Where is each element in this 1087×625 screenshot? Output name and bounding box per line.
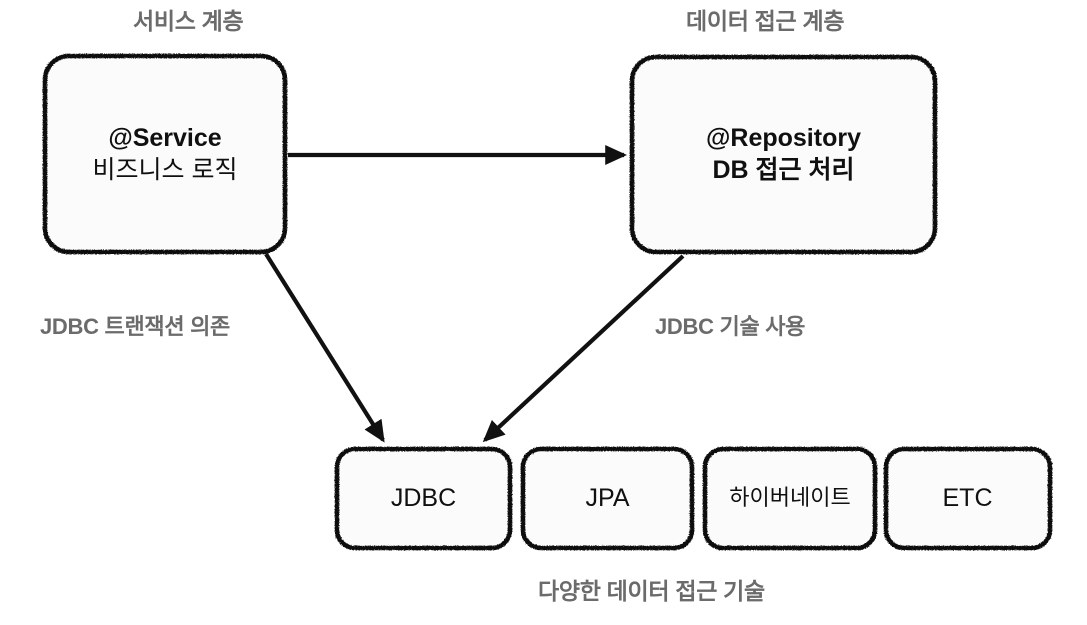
node-tech-etc[interactable] — [883, 446, 1053, 551]
arrow-service-to-jdbc — [264, 252, 385, 443]
node-tech-etc-shape — [883, 446, 1053, 551]
section-title-data-access-layer: 데이터 접근 계층 — [686, 8, 845, 34]
node-tech-hibernate[interactable] — [702, 446, 878, 551]
node-tech-jpa-shape — [520, 446, 695, 551]
node-tech-jpa[interactable] — [520, 446, 695, 551]
arrow-repository-to-jdbc — [482, 254, 685, 443]
node-service-shape — [42, 53, 288, 255]
node-tech-jdbc[interactable] — [334, 446, 513, 551]
node-tech-hibernate-shape — [702, 446, 878, 551]
edge-label-service-to-jdbc: JDBC 트랜잭션 의존 — [40, 314, 230, 339]
node-tech-jdbc-shape — [334, 446, 513, 551]
section-title-service-layer: 서비스 계층 — [133, 8, 244, 34]
node-repository-shape — [629, 54, 938, 255]
node-service[interactable] — [42, 53, 288, 255]
node-repository[interactable] — [629, 54, 938, 255]
edge-label-repository-to-jdbc: JDBC 기술 사용 — [655, 314, 806, 339]
bottom-caption: 다양한 데이터 접근 기술 — [538, 578, 765, 604]
